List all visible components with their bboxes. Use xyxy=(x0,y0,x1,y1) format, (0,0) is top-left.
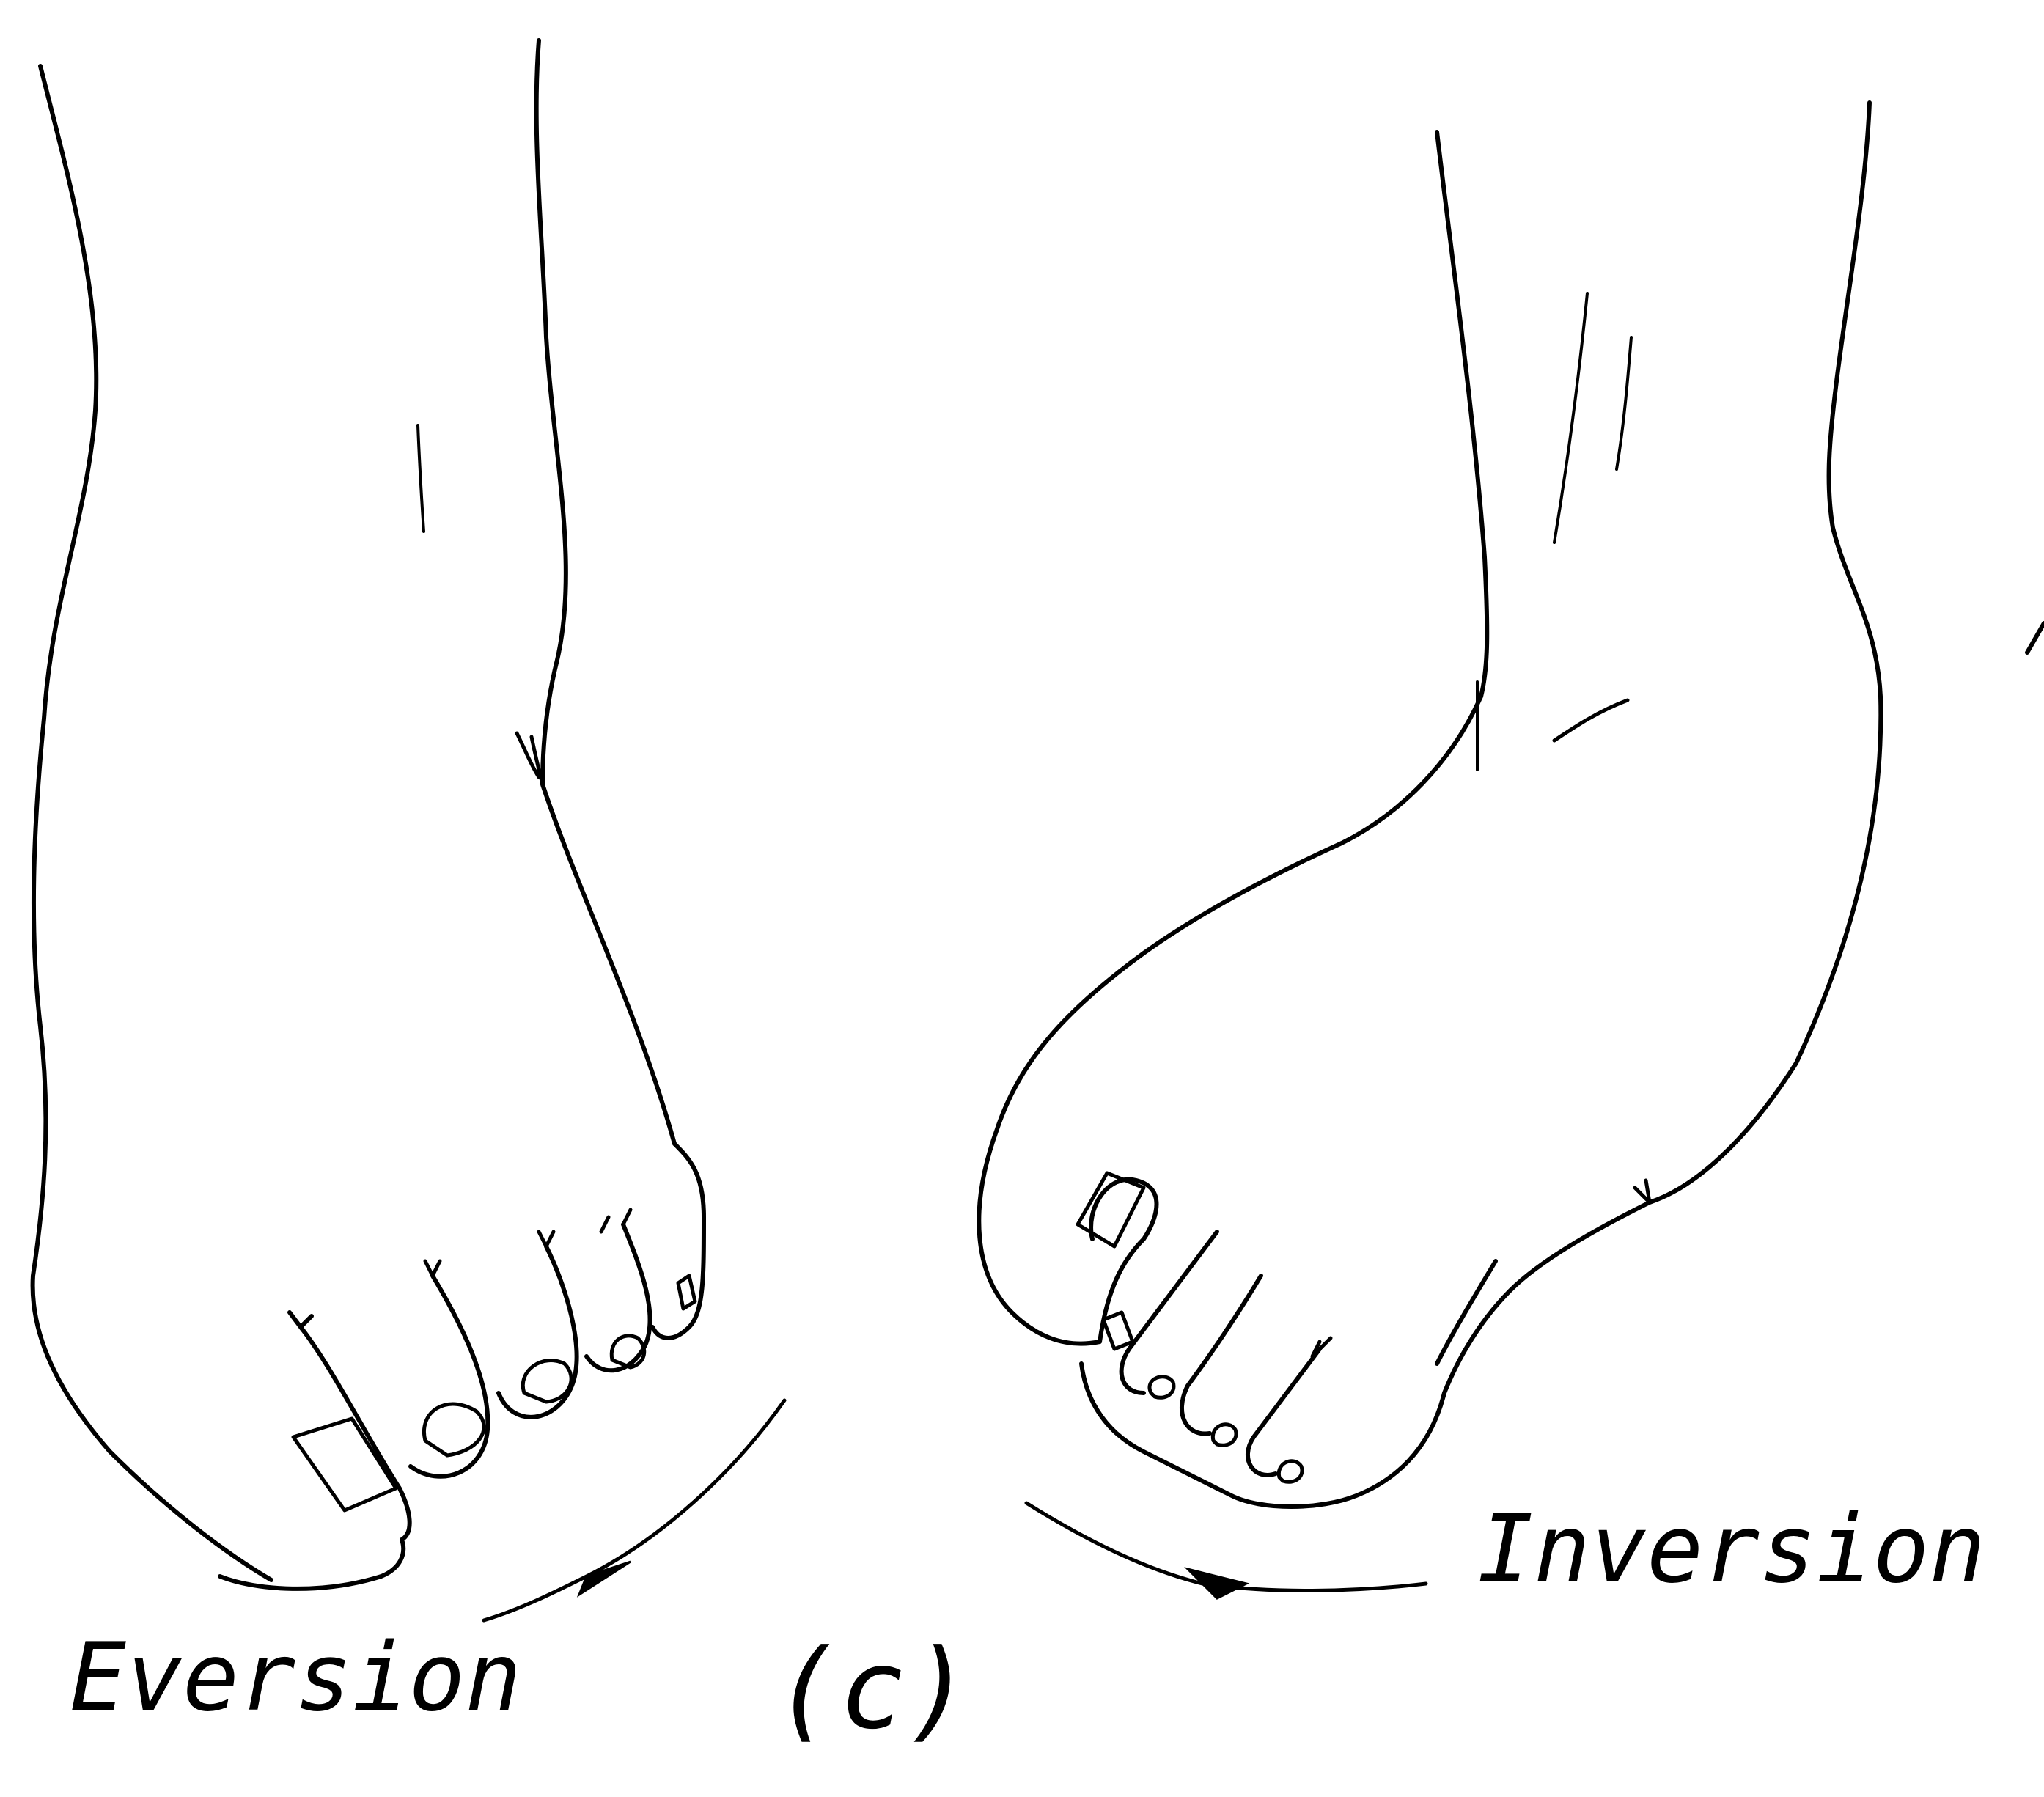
edge-stroke xyxy=(2027,623,2044,653)
right-outer-toe-split xyxy=(1312,1338,1331,1356)
right-toe-4 xyxy=(1248,1349,1320,1475)
left-ankle-tick xyxy=(517,733,543,784)
eversion-label: Eversion xyxy=(70,1631,522,1725)
right-ankle-crease-1 xyxy=(1554,293,1587,543)
left-nail-2 xyxy=(424,1404,484,1455)
left-big-toe xyxy=(290,1312,410,1540)
right-nail-5 xyxy=(1279,1461,1302,1482)
left-ankle-crease xyxy=(418,425,424,532)
right-nail-4 xyxy=(1213,1425,1236,1446)
left-nail-3 xyxy=(523,1361,571,1402)
inversion-arrow-arc xyxy=(1026,1503,1426,1590)
left-toe-3-split xyxy=(539,1232,554,1246)
right-ankle-crease-2 xyxy=(1617,337,1631,469)
left-leg-outline-right xyxy=(537,40,674,1144)
panel-label: (c) xyxy=(773,1635,972,1745)
left-toe-4 xyxy=(587,1224,650,1370)
inversion-arrow xyxy=(1026,1503,1426,1598)
left-foot-everted xyxy=(33,40,704,1589)
right-nail-2 xyxy=(1103,1312,1133,1349)
left-outer-toe xyxy=(652,1144,704,1338)
right-sole-arrowhead xyxy=(1635,1180,1650,1202)
left-nail-5 xyxy=(678,1276,695,1309)
inversion-label: Inversion xyxy=(1477,1503,1986,1597)
eversion-arrow-arc xyxy=(484,1400,784,1620)
right-leg-outline-left xyxy=(979,132,1487,1344)
right-leg-outline-right xyxy=(1081,103,1881,1507)
left-leg-outline-left xyxy=(33,66,271,1580)
left-toe-2 xyxy=(411,1276,488,1477)
eversion-arrow xyxy=(484,1400,784,1620)
right-nail-3 xyxy=(1150,1377,1174,1398)
right-ankle-curve xyxy=(1554,700,1628,741)
right-toe-3 xyxy=(1182,1276,1261,1434)
right-foot-inverted xyxy=(979,103,1881,1507)
left-toe-2-split xyxy=(425,1261,440,1276)
left-nail-1 xyxy=(293,1419,396,1510)
